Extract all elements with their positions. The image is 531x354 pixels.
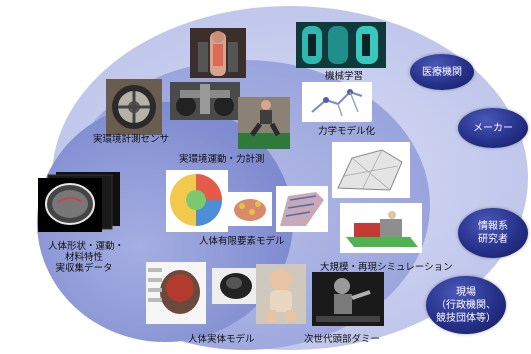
- label-body-data-line2: 材料特性: [64, 252, 103, 263]
- crash-dummy-photo-icon: [312, 272, 384, 326]
- stakeholder-field-line2: （行政機関、: [436, 299, 496, 311]
- stakeholder-info-line1: 情報系: [478, 221, 508, 232]
- stakeholder-field: 現場 （行政機関、 競技団体等）: [426, 276, 506, 334]
- label-real-environment-sensor: 実環境計測センサ: [93, 134, 170, 145]
- stakeholder-field-line1: 現場: [456, 286, 476, 298]
- label-next-gen-head-dummy: 次世代頭部ダミー: [304, 334, 381, 345]
- robot-arm-photo-icon: [296, 22, 386, 68]
- wheel-sensor-photo-icon: [106, 79, 162, 135]
- stakeholder-field-line3: 競技団体等）: [436, 312, 496, 324]
- baby-dummy-photo-icon: [256, 264, 306, 324]
- xray-person-photo-icon: [190, 28, 246, 78]
- squat-force-plate-photo-icon: [238, 97, 290, 149]
- label-fem-model: 人体有限要素モデル: [199, 236, 285, 247]
- stakeholder-information-researcher: 情報系 研究者: [458, 208, 528, 258]
- stakeholder-manufacturer: メーカー: [458, 108, 528, 148]
- label-body-data: 人体形状・運動・ 材料特性 実収集データ: [48, 241, 125, 274]
- head-fem-icon: [166, 170, 228, 232]
- label-motion-force-measurement: 実環境運動・力計測: [179, 154, 265, 165]
- label-dynamics-model: 力学モデル化: [318, 126, 376, 137]
- test-rig-photo-icon: [170, 82, 240, 120]
- ct-scan-stack-icon: [38, 172, 120, 232]
- foot-fem-icon: [276, 186, 328, 232]
- stakeholder-medical-institution: 医療機関: [410, 54, 474, 90]
- vehicle-crash-sim-icon: [340, 203, 422, 253]
- label-physical-body-model: 人体実体モデル: [188, 334, 255, 345]
- label-body-data-line3: 実収集データ: [55, 263, 113, 274]
- label-machine-learning: 機械学習: [325, 71, 364, 82]
- shoe-mesh-icon: [332, 142, 410, 198]
- skull-model-photo-icon: [146, 262, 206, 324]
- skeleton-model-icon: [302, 82, 372, 122]
- hand-fem-icon: [228, 192, 272, 226]
- label-body-data-line1: 人体形状・運動・: [48, 241, 125, 252]
- stakeholder-info-line2: 研究者: [478, 234, 508, 245]
- foot-model-photo-icon: [212, 268, 258, 304]
- label-large-scale-simulation: 大規模・再現シミュレーション: [320, 262, 453, 273]
